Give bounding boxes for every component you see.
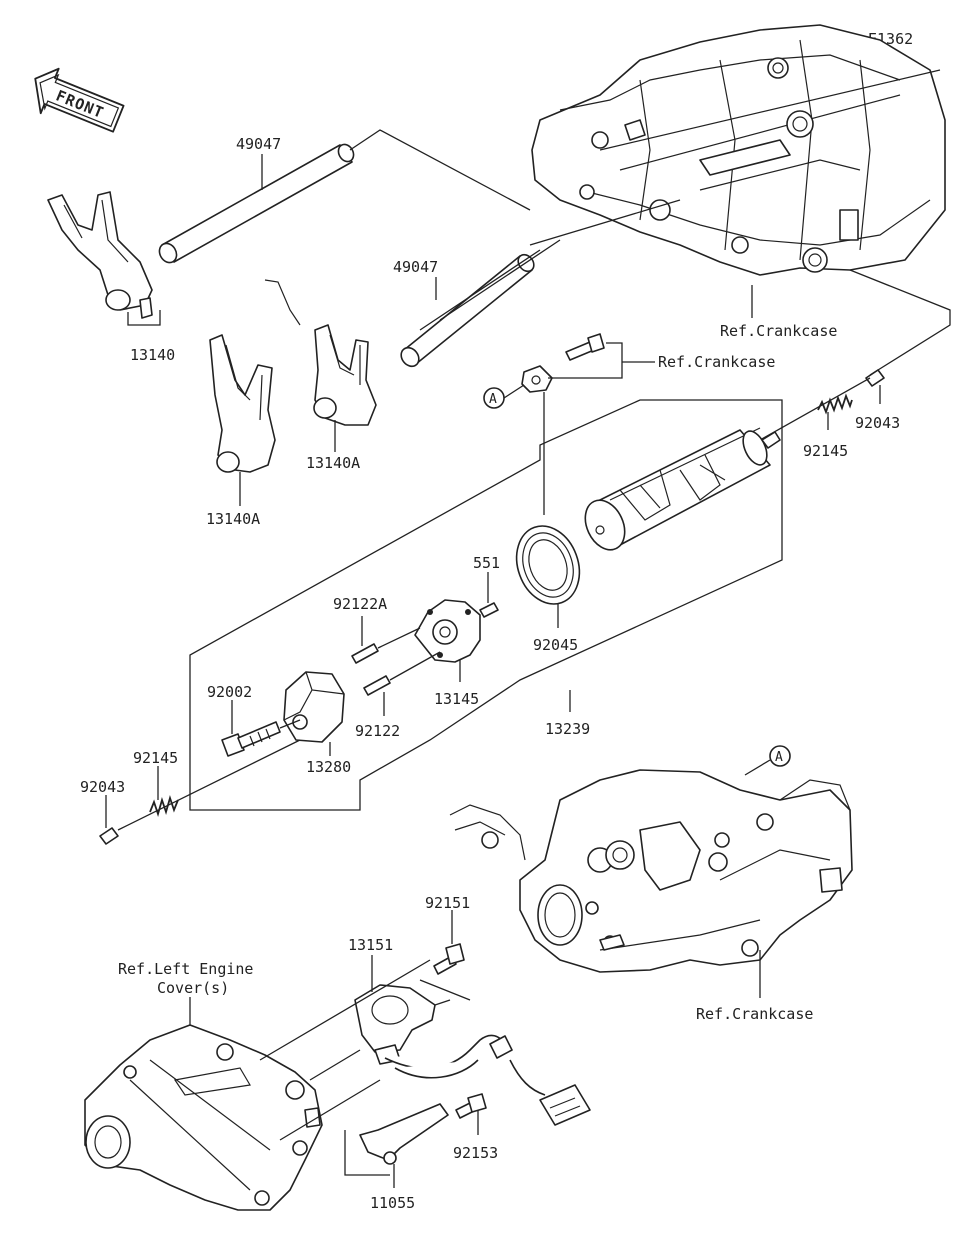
label-ref-crankcase-top: Ref.Crankcase	[720, 322, 837, 340]
label-92043-right: 92043	[855, 414, 900, 432]
label-49047-top: 49047	[236, 135, 281, 153]
leader-callout-a-top	[503, 384, 525, 399]
label-92122: 92122	[355, 722, 400, 740]
spring-92145-left	[149, 794, 179, 818]
label-92151: 92151	[425, 894, 470, 912]
rod-to-crankcase-line	[529, 199, 681, 246]
plate-upper	[521, 365, 553, 393]
bracket-ref-crankcase-mid	[548, 342, 655, 379]
callout-a-bottom-letter: A	[775, 750, 783, 765]
sensor-axis-lines	[309, 979, 471, 1081]
bracket-13239	[189, 399, 783, 811]
bolt-92151	[433, 943, 465, 975]
shift-fork-13140	[47, 191, 153, 319]
shift-fork-13140A-right	[313, 324, 377, 426]
bolt-92002	[221, 721, 281, 757]
label-ref-left-engine-cover-2: Cover(s)	[157, 979, 229, 997]
drum-cam-13145	[414, 599, 481, 663]
leader-callout-a-bottom	[744, 759, 771, 776]
label-13280: 13280	[306, 758, 351, 776]
lower-crankcase	[449, 769, 853, 973]
detent-axis-left	[117, 739, 301, 831]
label-13239: 13239	[545, 720, 590, 738]
callout-a-bottom	[769, 745, 791, 767]
label-92145-left: 92145	[133, 749, 178, 767]
label-13145: 13145	[434, 690, 479, 708]
label-92145-right: 92145	[803, 442, 848, 460]
detent-axis-right	[759, 377, 871, 441]
pin-92122	[363, 675, 391, 696]
pin-92122A	[351, 643, 379, 664]
holder-13280	[283, 671, 345, 743]
label-49047-mid: 49047	[393, 258, 438, 276]
rod-alignment-line-top	[349, 129, 531, 211]
rod-alignment-line-mid	[419, 239, 561, 331]
plate-11055	[359, 1103, 449, 1165]
label-13140A-left: 13140A	[206, 510, 260, 528]
rod-to-detent-line	[849, 269, 951, 376]
bolt-92153	[455, 1093, 487, 1119]
cover-axis-lines	[259, 959, 431, 1176]
gear-position-sensor-13151	[354, 984, 591, 1126]
pin-551	[479, 602, 499, 618]
label-13151: 13151	[348, 936, 393, 954]
spring-92145-right	[817, 393, 853, 415]
label-13140: 13140	[130, 346, 175, 364]
shift-drum-13239	[584, 427, 781, 551]
label-92002: 92002	[207, 683, 252, 701]
label-92153: 92153	[453, 1144, 498, 1162]
label-ref-crankcase-mid: Ref.Crankcase	[658, 353, 775, 371]
shift-fork-13140A-left	[209, 334, 276, 473]
bolt-upper	[565, 333, 605, 361]
label-ref-crankcase-bottom: Ref.Crankcase	[696, 1005, 813, 1023]
shift-fork-13140A-right-faded	[264, 279, 301, 326]
callout-a-top-letter: A	[489, 392, 497, 407]
label-11055: 11055	[370, 1194, 415, 1212]
label-92043-left: 92043	[80, 778, 125, 796]
front-arrow-icon: FRONT	[34, 67, 125, 133]
bolt-axis-line	[279, 719, 301, 729]
label-92045: 92045	[533, 636, 578, 654]
upper-crankcase	[531, 24, 946, 276]
shift-rod-49047-top	[158, 143, 355, 264]
label-ref-left-engine-cover-1: Ref.Left Engine	[118, 960, 253, 978]
pin-92043-left	[99, 827, 119, 845]
label-92122A: 92122A	[333, 595, 387, 613]
pin-axis-lines	[377, 627, 441, 681]
bearing-92045	[515, 525, 581, 605]
left-engine-cover	[84, 1024, 323, 1211]
label-551: 551	[473, 554, 500, 572]
leader-13140	[127, 310, 161, 326]
label-13140A-right: 13140A	[306, 454, 360, 472]
